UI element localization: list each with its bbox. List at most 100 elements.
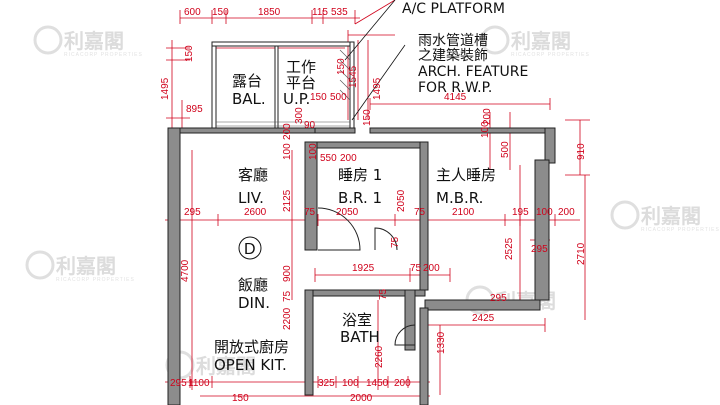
unit-marker: D — [238, 236, 262, 260]
dim-row-2050a: 2050 — [336, 207, 359, 218]
dim-row-100: 100 — [536, 207, 553, 218]
dim-mid-1925: 1925 — [352, 263, 375, 274]
dim-bot-200: 200 — [394, 378, 411, 389]
dim-left-895: 895 — [186, 104, 203, 115]
living-label-en: LIV. — [238, 189, 264, 207]
ac-platform-label: A/C PLATFORM — [402, 1, 505, 17]
watermark-logo-icon — [610, 200, 640, 230]
balcony-label-en: BAL. — [232, 90, 266, 108]
dim-v-4700: 4700 — [180, 259, 191, 282]
dim-r-500: 500 — [500, 141, 511, 158]
dim-row-195: 195 — [512, 207, 529, 218]
balcony-railing — [216, 49, 351, 127]
watermark-subtext: RICACORP PROPERTIES — [641, 227, 720, 233]
leader-lines — [344, 0, 406, 121]
unit-marker-letter: D — [244, 241, 256, 258]
unit-marker-circle-icon — [238, 236, 262, 260]
dim-top-115: 115 — [312, 7, 328, 18]
dim-liv-150: 150 — [362, 109, 373, 126]
dim-bot-1100: 1100 — [188, 378, 210, 389]
dim-up-1495: 1495 — [372, 77, 383, 100]
dim-row-2050b: 2050 — [396, 189, 407, 212]
dim-v-900: 900 — [282, 265, 293, 282]
dim-row-75a: 75 — [304, 207, 316, 218]
dim-bot-325: 325 — [318, 378, 335, 389]
rwp-label-cn-1: 雨水管道槽 — [418, 33, 488, 49]
dim-liv-100: 100 — [282, 143, 293, 160]
master-bedroom-label-en: M.B.R. — [436, 189, 483, 207]
bath-label-en: BATH — [340, 328, 380, 346]
dim-row-200: 200 — [558, 207, 575, 218]
utility-label-en: U.P. — [283, 90, 310, 108]
dim-v-2200: 2200 — [282, 307, 293, 330]
dim-top-1850: 1850 — [258, 7, 281, 18]
dim-r-295b: 295 — [490, 293, 507, 304]
dim-top-535: 535 — [331, 7, 348, 18]
utility-label-cn-1: 工作 — [286, 58, 316, 76]
dim-top-600: 600 — [184, 7, 201, 18]
utility-label-cn-2: 平台 — [286, 74, 316, 92]
dim-r-100a: 100 — [480, 121, 491, 138]
dim-v-75c: 75 — [282, 290, 293, 302]
dining-label-cn: 飯廳 — [238, 276, 268, 294]
rwp-label-cn-2: 之建築裝飾 — [418, 48, 488, 64]
kitchen-label-cn: 開放式廚房 — [214, 338, 289, 356]
dim-left-1495: 1495 — [160, 77, 171, 100]
dim-liv-90: 90 — [304, 120, 316, 131]
dim-left-150: 150 — [184, 45, 195, 62]
watermarks: 利嘉閣 RICACORP PROPERTIES 利嘉閣 RICACORP PRO… — [25, 25, 720, 380]
dim-bath-2425: 2425 — [472, 313, 495, 324]
dim-liv-200: 200 — [282, 123, 293, 140]
master-bedroom-label-cn: 主人睡房 — [436, 166, 496, 184]
balcony-label-cn: 露台 — [232, 72, 262, 90]
dim-r-910: 910 — [576, 143, 587, 160]
watermark-logo-icon — [25, 250, 55, 280]
dim-v-295: 295 — [531, 244, 548, 255]
living-label-cn: 客廳 — [238, 166, 268, 184]
watermark-logo-icon — [480, 25, 510, 55]
dim-bath-1330: 1330 — [436, 331, 447, 354]
walls — [167, 41, 556, 405]
watermark-subtext: RICACORP PROPERTIES — [511, 52, 590, 58]
watermark-subtext: RICACORP PROPERTIES — [64, 52, 143, 58]
dim-up-150a: 150 — [336, 58, 347, 75]
dim-mid-75v: 75 — [390, 236, 401, 248]
dim-mid-75: 75 — [410, 263, 422, 274]
kitchen-label-en: OPEN KIT. — [214, 356, 287, 374]
dim-bot-295: 295 — [170, 378, 187, 389]
dim-br-100: 100 — [308, 143, 319, 160]
dim-liv-300: 300 — [294, 107, 305, 124]
dim-row-75b: 75 — [414, 207, 426, 218]
dim-bot2-150: 150 — [232, 393, 249, 404]
dim-up-1545: 1545 — [348, 65, 359, 88]
dim-bath-75: 75 — [378, 288, 389, 300]
watermark-text: 利嘉閣 — [56, 254, 116, 278]
watermark-text: 利嘉閣 — [511, 29, 571, 53]
dim-up-500: 500 — [330, 92, 347, 103]
dim-bot-1450: 1450 — [366, 378, 389, 389]
bedroom1-label-cn: 睡房 1 — [338, 166, 382, 184]
dim-br-200: 200 — [340, 153, 357, 164]
rwp-label-en-1: ARCH. FEATURE — [418, 64, 528, 80]
watermark-logo-icon — [33, 25, 63, 55]
watermark-subtext: RICACORP PROPERTIES — [56, 277, 135, 283]
dim-right-4145: 4145 — [444, 92, 467, 103]
dim-v-2525: 2525 — [504, 237, 515, 260]
dim-row-2600: 2600 — [244, 207, 267, 218]
door-swings — [317, 207, 416, 346]
dim-v-2710: 2710 — [576, 242, 587, 265]
dim-row-2125: 2125 — [282, 189, 293, 212]
dim-bot2-2000: 2000 — [350, 393, 373, 404]
dimension-labels: 600 150 1850 115 535 150 1495 895 150 15… — [160, 7, 587, 404]
dim-mid-200: 200 — [423, 263, 440, 274]
watermark-text: 利嘉閣 — [64, 29, 124, 53]
bath-label-cn: 浴室 — [342, 311, 372, 329]
dim-top-150: 150 — [212, 7, 229, 18]
dim-up-150b: 150 — [310, 92, 327, 103]
dim-bot-100: 100 — [342, 378, 359, 389]
rwp-label-en-2: FOR R.W.P. — [418, 80, 492, 96]
dim-br-550: 550 — [320, 153, 337, 164]
dim-row-2100: 2100 — [452, 207, 475, 218]
dim-bath-2260: 2260 — [374, 345, 385, 368]
